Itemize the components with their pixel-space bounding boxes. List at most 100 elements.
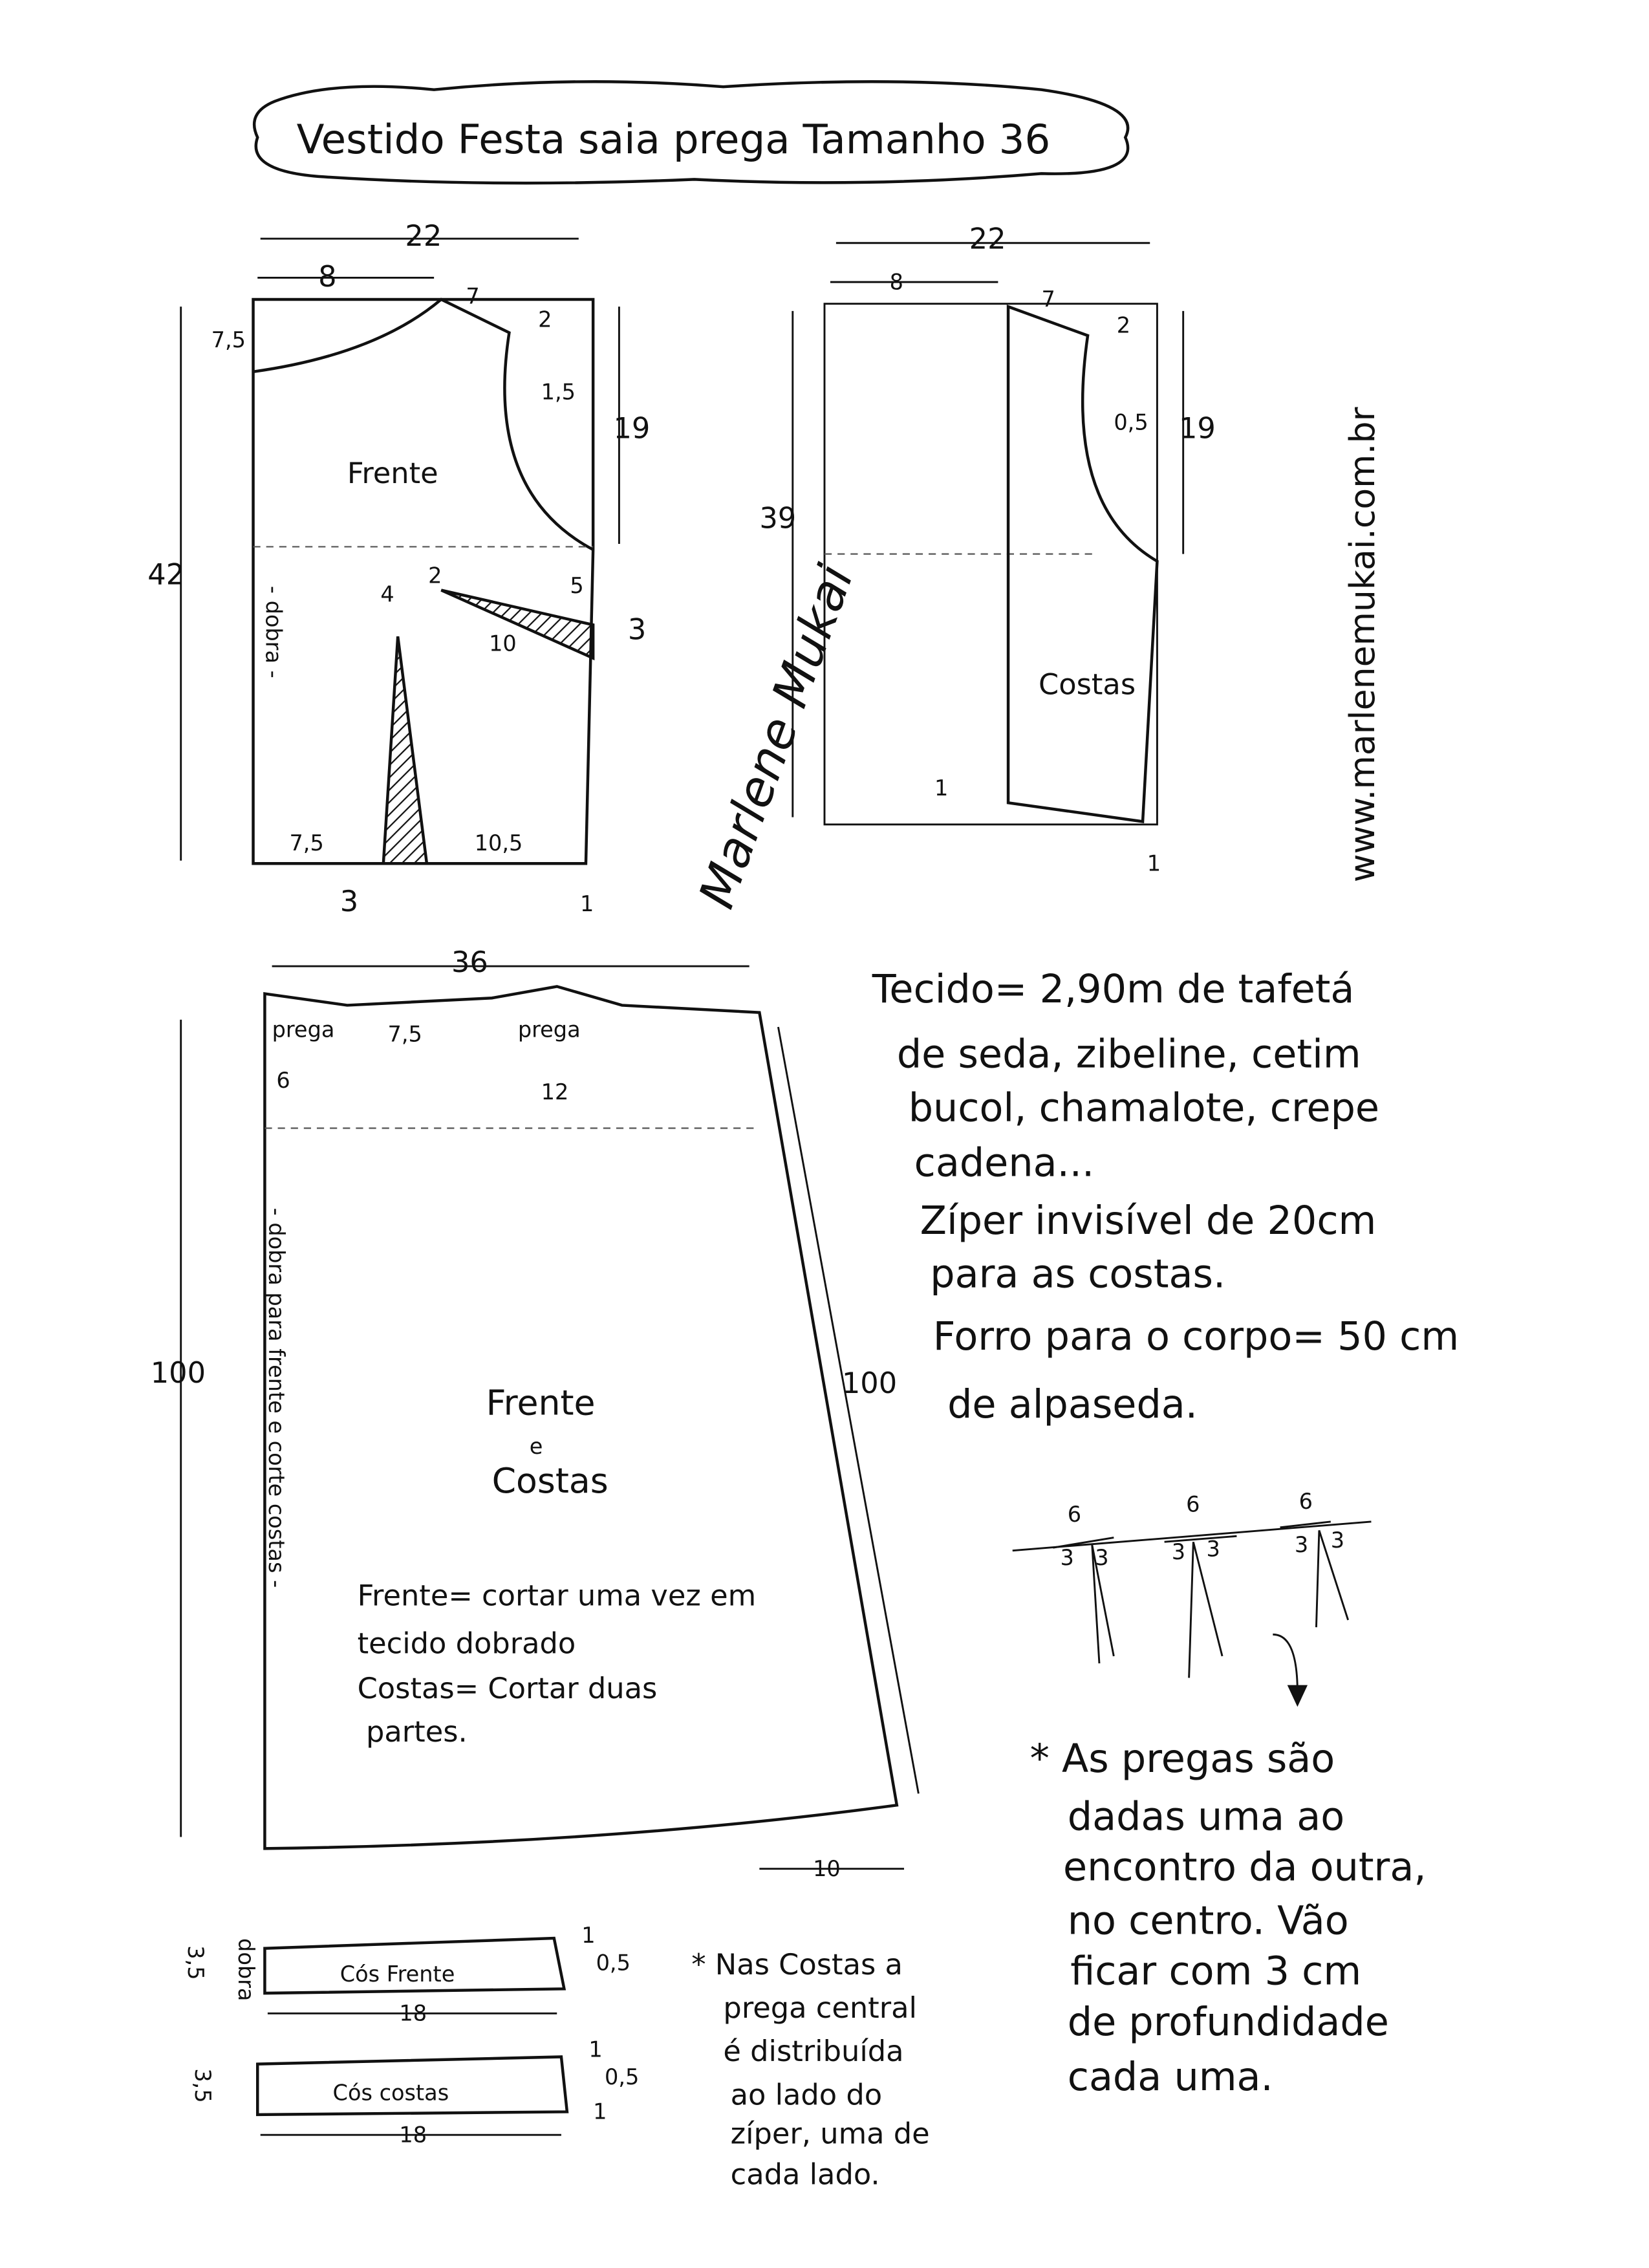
pleat-example: 6 3 3 (1280, 1489, 1350, 1628)
material-line: Forro para o corpo= 50 cm (933, 1314, 1459, 1359)
skirt-label-2: e (530, 1434, 543, 1459)
dart-height-label: 4 (380, 581, 394, 607)
front-shoulder-drop-label: 2 (538, 307, 552, 332)
pleat-note-line: encontro da outra, (1063, 1845, 1427, 1890)
front-width-label: 22 (405, 219, 442, 253)
side-dart-side-label: 5 (570, 573, 583, 598)
cut-line-4: partes. (366, 1714, 468, 1749)
pleat-diagram: 6 3 3 6 3 3 6 3 3 (1012, 1489, 1372, 1707)
material-line: Tecido= 2,90m de tafetá (872, 967, 1355, 1012)
pleat-example: 6 3 3 (1053, 1502, 1115, 1664)
back-length-label: 39 (759, 501, 796, 535)
pleat-note: * As pregas são dadas uma ao encontro da… (1030, 1736, 1427, 2100)
side-dart-top-label: 2 (428, 563, 442, 588)
pleat-width-label: 6 (1299, 1489, 1313, 1514)
cut-line-2: tecido dobrado (358, 1626, 576, 1660)
back-note-line: prega central (723, 1991, 916, 2025)
dart-left-label: 7,5 (289, 830, 323, 856)
pleat-width-label: 6 (1186, 1491, 1200, 1517)
back-center-offset-label: 1 (934, 775, 948, 801)
arrow-head-icon (1287, 1685, 1308, 1707)
waistband-back-drop: 1 (593, 2099, 607, 2124)
back-shoulder-drop-label: 2 (1117, 312, 1130, 338)
signature: Marlene Mukai (687, 557, 865, 915)
pleat-2-label: prega (518, 1017, 581, 1042)
waistband-back-length: 18 (399, 2122, 427, 2147)
front-neck-depth-label: 7,5 (211, 327, 246, 352)
skirt-label-1: Frente (486, 1382, 596, 1423)
waistband-front-fold: dobra (233, 1938, 259, 2001)
waistband-back-height: 3,5 (190, 2068, 215, 2102)
skirt-flare-label: 10 (813, 1856, 841, 1881)
side-dart-length-label: 10 (489, 631, 517, 656)
material-line: cadena... (914, 1140, 1095, 1185)
pleat-2-size: 12 (541, 1079, 569, 1105)
back-bodice-label: Costas (1039, 667, 1136, 702)
pleat-half-label: 3 (1172, 1539, 1185, 1564)
material-line: Zíper invisível de 20cm (920, 1198, 1377, 1244)
back-note-line: * Nas Costas a (691, 1947, 903, 1982)
back-armhole-offset-label: 0,5 (1114, 409, 1148, 435)
back-armhole-height-label: 19 (1179, 411, 1216, 446)
pleat-note-line: ficar com 3 cm (1070, 1949, 1361, 1994)
front-bodice-label: Frente (347, 456, 438, 490)
side-dart-width-label: 3 (628, 612, 646, 647)
waistband-back-rise: 1 (588, 2036, 602, 2062)
waistband-front-offset: 0,5 (596, 1950, 630, 1975)
materials-note: Tecido= 2,90m de tafetá de seda, zibelin… (872, 967, 1459, 1427)
pleat-note-line: cada uma. (1068, 2055, 1273, 2100)
material-line: de alpaseda. (947, 1382, 1198, 1427)
front-armhole-offset-label: 1,5 (541, 379, 576, 404)
back-neck-width-label: 8 (890, 269, 903, 294)
pleat-note-line: de profundidade (1068, 2000, 1389, 2045)
dart-right-label: 10,5 (475, 830, 523, 856)
waistband-front-length: 18 (399, 2001, 427, 2026)
cut-line-1: Frente= cortar uma vez em (358, 1579, 757, 1613)
material-line: bucol, chamalote, crepe (909, 1085, 1379, 1130)
skirt-fold-label: - dobra para frente e corte costas - (264, 1208, 289, 1588)
back-note-line: ao lado do (731, 2077, 883, 2111)
skirt-width-label: 36 (451, 945, 488, 979)
pleat-note-line: no centro. Vão (1068, 1898, 1349, 1943)
front-armhole-height-label: 19 (613, 411, 650, 446)
back-bodice-piece: 22 8 7 2 0,5 19 39 Costas 1 1 (759, 222, 1216, 876)
pleat-half-label: 3 (1331, 1528, 1344, 1553)
cut-line-3: Costas= Cortar duas (358, 1671, 658, 1705)
front-neck-width-label: 8 (318, 259, 336, 294)
dart-width-label: 3 (340, 884, 358, 918)
pleat-note-line: * As pregas são (1030, 1736, 1335, 1782)
waistband-front-label: Cós Frente (340, 1961, 455, 1987)
pleat-half-label: 3 (1206, 1537, 1220, 1562)
page-title: Vestido Festa saia prega Tamanho 36 (297, 116, 1051, 163)
pleat-example: 6 3 3 (1164, 1491, 1237, 1678)
back-width-label: 22 (969, 222, 1006, 256)
pleat-gap-label: 7,5 (388, 1021, 422, 1046)
material-line: para as costas. (930, 1252, 1225, 1297)
back-shoulder-label: 7 (1041, 286, 1055, 312)
skirt-label-3: Costas (492, 1460, 609, 1501)
title-cloud: Vestido Festa saia prega Tamanho 36 (253, 80, 1130, 185)
front-bodice-piece: 22 8 7 2 7,5 1,5 19 Frente 42 - dobra - … (147, 219, 650, 918)
waistband-front-height: 3,5 (183, 1945, 208, 1980)
skirt-side-length-label: 100 (842, 1366, 897, 1400)
arrow-icon (1273, 1633, 1299, 1692)
back-hem-drop-label: 1 (1147, 850, 1161, 876)
skirt-length-label: 100 (151, 1355, 206, 1390)
pleat-width-label: 6 (1068, 1502, 1081, 1527)
waistband-back-offset: 0,5 (605, 2064, 639, 2090)
waistband-back: Cós costas 3,5 18 1 0,5 1 (190, 2036, 639, 2147)
waistband-back-label: Cós costas (333, 2080, 449, 2106)
waistband-front: Cós Frente 3,5 dobra 18 1 0,5 (183, 1923, 630, 2026)
back-note-line: cada lado. (731, 2157, 880, 2191)
watermark-url: www.marlenemukai.com.br (1342, 406, 1383, 882)
front-fold-label: - dobra - (261, 586, 286, 678)
pleat-half-label: 3 (1061, 1545, 1074, 1570)
pleat-note-line: dadas uma ao (1068, 1794, 1345, 1839)
pleat-1-label: prega (272, 1017, 335, 1042)
pleat-half-label: 3 (1095, 1545, 1108, 1570)
back-note-line: zíper, uma de (731, 2117, 930, 2151)
back-note: * Nas Costas a prega central é distribuí… (691, 1947, 929, 2191)
pleat-1-size: 6 (276, 1068, 290, 1093)
waistband-front-rise: 1 (581, 1923, 595, 1948)
